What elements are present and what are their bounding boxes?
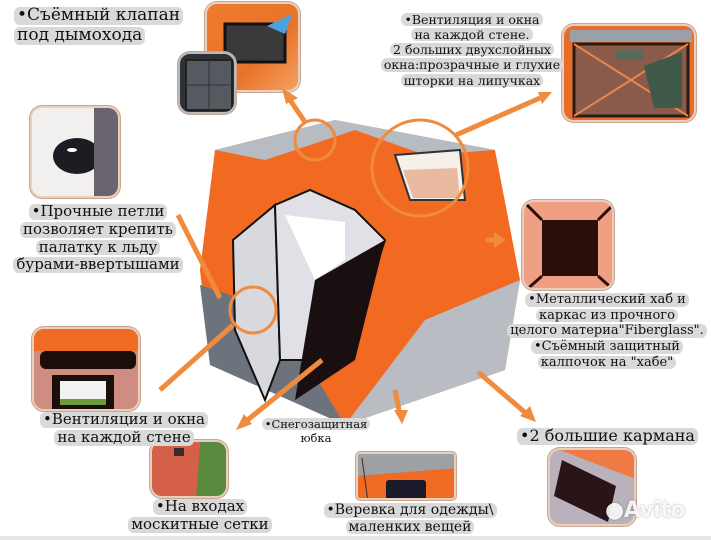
thumb-window-left: [32, 327, 140, 411]
bottom-divider: [0, 536, 711, 540]
label-clothes-rope: •Веревка для одежды\ маленких вещей: [310, 502, 510, 535]
thumb-mosquito-net: [150, 440, 228, 498]
hub-image: [524, 202, 612, 288]
mosquito-net-image: [174, 442, 226, 496]
label-ventilation-top: •Вентиляция и окна на каждой стене. 2 бо…: [372, 12, 572, 88]
arrows: [158, 88, 552, 430]
loop-callout-circle: [228, 285, 278, 335]
label-pockets: •2 большие кармана: [504, 427, 711, 446]
thumb-hub: [522, 200, 614, 290]
thumb-window-panel: [562, 24, 696, 122]
label-chimney-flap: •Съёмный клапан под дымохода: [14, 6, 184, 46]
window-panel-image: [570, 30, 692, 118]
tent-illustration: [200, 120, 520, 425]
chimney-flap-image: [223, 14, 292, 64]
label-mosquito-nets: •На входах москитные сетки: [112, 498, 288, 534]
thumb-loop: [30, 106, 120, 198]
chimney-cover-image: [185, 59, 233, 111]
label-ventilation-left: •Вентиляция и окна на каждой стене: [28, 411, 220, 447]
window-left-image: [34, 329, 138, 409]
window-callout-circle: [370, 118, 470, 218]
label-hub: •Металлический хаб и каркас из прочного …: [502, 292, 711, 370]
avito-logo-icon: ●: [605, 498, 624, 523]
loop-image: [53, 108, 118, 196]
avito-watermark: ●Avito: [605, 498, 685, 523]
label-snow-skirt: •Снегозащитная юбка: [254, 417, 378, 445]
pockets-image: [550, 450, 634, 522]
thumb-pockets: [548, 448, 636, 526]
thumb-clothes-rope: [356, 452, 456, 500]
thumb-chimney-cover: [178, 52, 236, 114]
clothes-rope-image: [358, 454, 454, 498]
chimney-callout-circle: [293, 118, 337, 162]
label-loops: •Прочные петли позволяет крепить палатку…: [0, 203, 196, 274]
